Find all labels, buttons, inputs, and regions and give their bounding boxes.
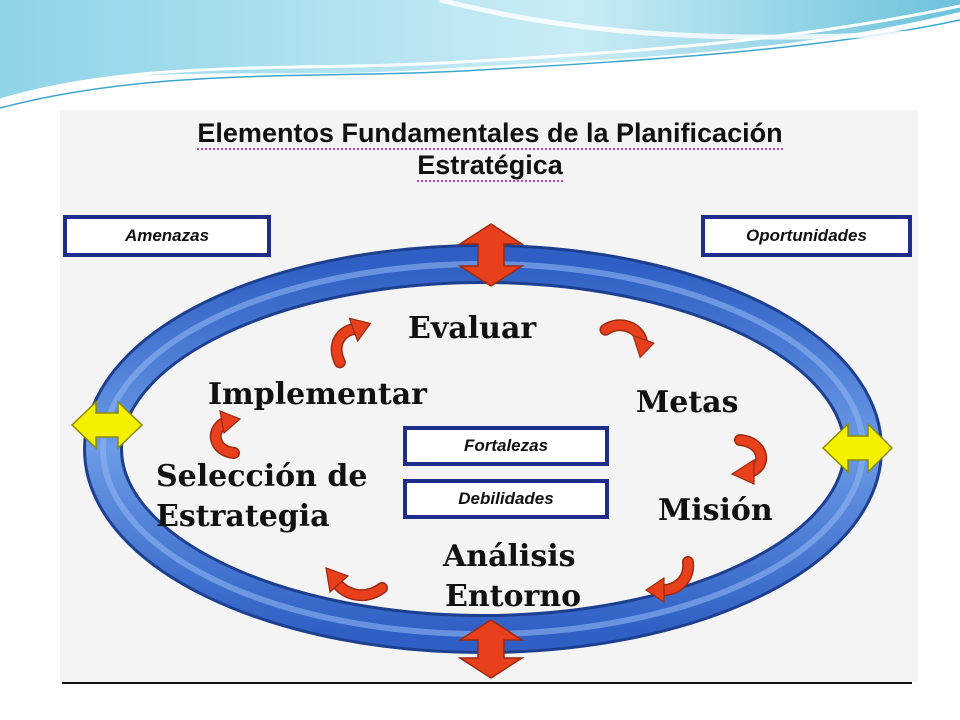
- bottom-rule: [62, 682, 912, 684]
- cycle-arrow-goals-to-mission: [730, 434, 768, 485]
- strengths-label: Fortalezas: [463, 436, 549, 455]
- step-analysis-line2: Entorno: [445, 579, 582, 614]
- opportunities-label: Oportunidades: [746, 226, 867, 245]
- step-goals: Metas: [636, 385, 739, 420]
- cycle-arrow-evaluate-to-goals: [599, 319, 655, 359]
- cycle-arrow-selection-to-implement: [209, 410, 242, 459]
- diagram-title-line1: Elementos Fundamentales de la Planificac…: [60, 116, 920, 150]
- step-selection-line1: Selección de: [156, 459, 368, 494]
- cycle-arrow-implement-to-evaluate: [330, 317, 372, 369]
- right-double-arrow: [821, 422, 894, 474]
- cycle-arrow-analysis-to-selection: [325, 567, 388, 602]
- cycle-arrow-mission-to-analysis: [644, 556, 695, 604]
- step-analysis-line1: Análisis: [443, 539, 576, 574]
- step-implement: Implementar: [208, 377, 427, 412]
- step-evaluate: Evaluar: [408, 311, 537, 346]
- left-double-arrow: [70, 400, 144, 450]
- decorative-banner: [0, 0, 960, 109]
- strengths-box: Fortalezas: [403, 426, 609, 466]
- threats-box: Amenazas: [63, 215, 271, 257]
- bottom-double-arrow: [457, 619, 525, 679]
- diagram-title-line2: Estratégica: [60, 148, 920, 182]
- top-double-arrow: [457, 223, 525, 287]
- title-text-1: Elementos Fundamentales de la Planificac…: [197, 118, 783, 150]
- step-mission: Misión: [658, 493, 773, 528]
- step-selection-line2: Estrategia: [156, 499, 330, 534]
- opportunities-box: Oportunidades: [701, 215, 912, 257]
- threats-label: Amenazas: [124, 226, 210, 245]
- weaknesses-label: Debilidades: [458, 489, 554, 508]
- weaknesses-box: Debilidades: [403, 479, 609, 519]
- title-text-2: Estratégica: [417, 150, 563, 182]
